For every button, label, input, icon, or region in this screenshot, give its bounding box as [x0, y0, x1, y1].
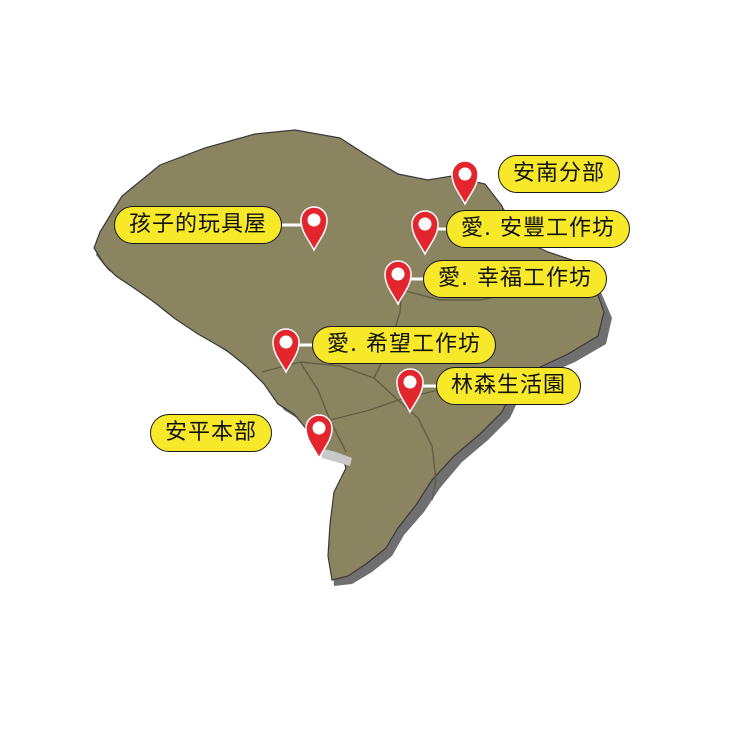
map-pin-icon[interactable]: [396, 368, 424, 414]
map-pin-icon[interactable]: [384, 260, 412, 306]
location-label-an-nan[interactable]: 安南分部: [498, 155, 621, 193]
location-label-an-ping[interactable]: 安平本部: [150, 414, 273, 452]
water-inlet: [320, 448, 352, 466]
location-label-xing-fu[interactable]: 愛. 幸福工作坊: [423, 260, 607, 298]
location-label-toy-house[interactable]: 孩子的玩具屋: [114, 206, 283, 244]
map-pin-icon[interactable]: [411, 210, 439, 256]
map-pin-icon[interactable]: [300, 206, 328, 252]
location-label-xi-wang[interactable]: 愛. 希望工作坊: [312, 326, 496, 364]
map-pin-icon[interactable]: [451, 160, 479, 206]
location-label-an-feng[interactable]: 愛. 安豐工作坊: [446, 210, 630, 248]
map-pin-icon[interactable]: [305, 414, 333, 460]
map-pin-icon[interactable]: [272, 328, 300, 374]
location-label-lin-sen[interactable]: 林森生活園: [436, 367, 582, 405]
